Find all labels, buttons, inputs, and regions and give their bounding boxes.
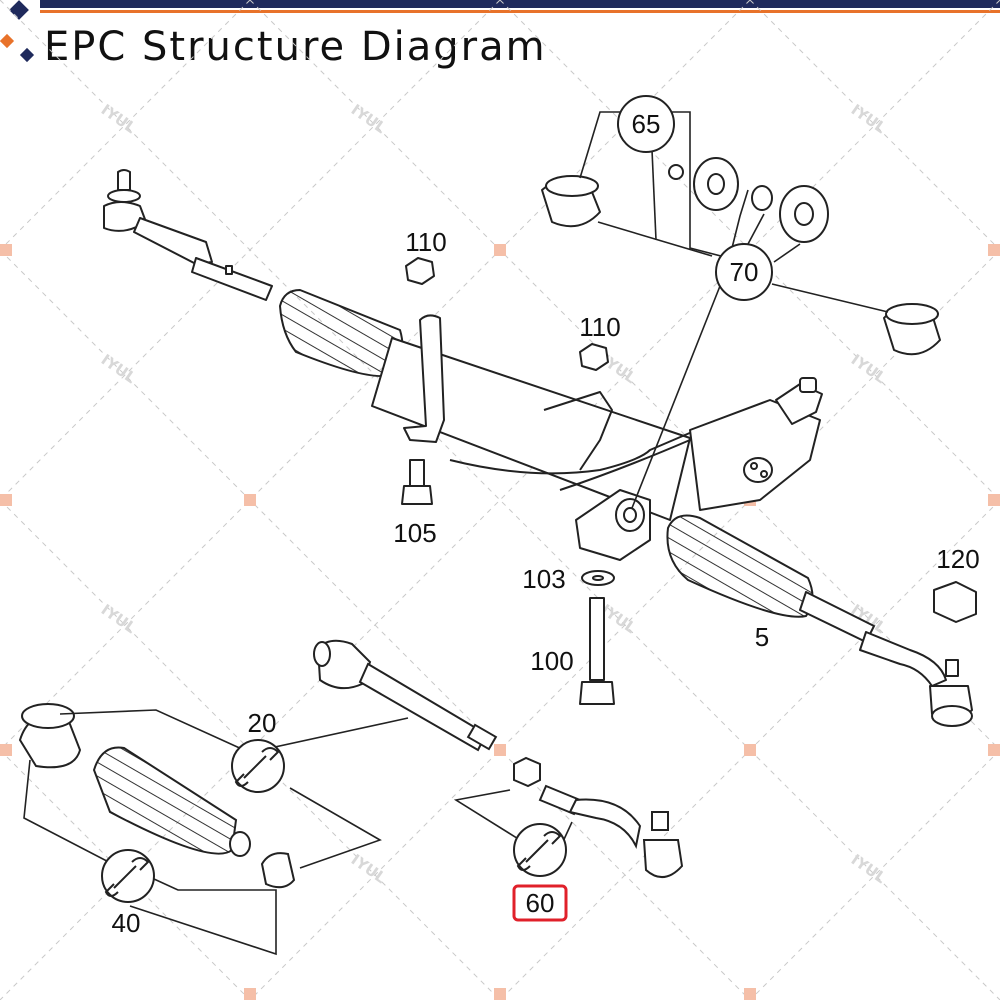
exploded-parts (18, 639, 684, 889)
valve-body (689, 399, 821, 511)
svg-text:IYUL: IYUL (98, 351, 140, 388)
callout-60: 60 (526, 888, 555, 918)
pinion-shaft (775, 383, 823, 425)
callout-120: 120 (936, 544, 979, 574)
boot-40 (92, 746, 251, 857)
callout-110-right: 110 (579, 312, 620, 342)
left-tie-rod-end (103, 169, 273, 301)
callout-65: 65 (632, 109, 661, 139)
clamp-ring-small (260, 852, 296, 889)
svg-text:IYUL: IYUL (848, 351, 890, 388)
castle-nut-120 (933, 581, 977, 623)
header-bar (40, 0, 1000, 14)
svg-text:IYUL: IYUL (848, 851, 890, 888)
highlight-box-60 (512, 884, 568, 922)
lock-nut (513, 756, 541, 788)
nut-110-right (579, 343, 609, 371)
callout-circle-65 (617, 95, 675, 153)
svg-text:IYUL: IYUL (98, 101, 140, 138)
watermarks: IYUL IYUL IYUL IYUL IYUL IYUL IYUL IYUL … (98, 101, 890, 888)
callout-100: 100 (530, 646, 573, 676)
right-tie-rod-end (799, 591, 973, 727)
hydraulic-line-a (449, 419, 721, 475)
svg-text:IYUL: IYUL (848, 101, 890, 138)
callout-20: 20 (248, 708, 277, 738)
pinion-port (743, 457, 773, 483)
leader-lines (23, 111, 889, 956)
callout-circle-70 (715, 243, 773, 301)
bolt-100 (579, 597, 615, 705)
nut-110-top (405, 257, 435, 285)
rack-tube (371, 337, 691, 521)
header-bar-orange (40, 10, 1000, 13)
callout-5: 5 (755, 622, 769, 652)
callout-103: 103 (522, 564, 565, 594)
right-rack-boot (666, 514, 814, 618)
callout-110-top: 110 (405, 227, 446, 257)
svg-text:IYUL: IYUL (348, 101, 390, 138)
outer-tie-rod-end-60 (538, 784, 684, 878)
hydraulic-line-b (543, 391, 613, 471)
callout-105: 105 (393, 518, 436, 548)
header-bar-navy (40, 0, 1000, 8)
hydraulic-line-c (559, 429, 741, 491)
inner-tie-rod-20 (313, 639, 498, 752)
wrench-icon (513, 823, 567, 877)
steering-rack-assembly (103, 157, 977, 727)
callout-labels: 65 70 110 110 105 103 100 120 5 20 40 60 (112, 109, 980, 938)
seal-parts-65-70 (541, 157, 941, 356)
wrench-icon (101, 849, 155, 903)
rack-mount-bracket (403, 314, 445, 443)
callout-70: 70 (730, 257, 759, 287)
page-title: EPC Structure Diagram (44, 24, 547, 70)
bolt-105 (401, 459, 433, 505)
callout-40: 40 (112, 908, 141, 938)
wrench-icon (231, 739, 285, 793)
grid-markers (0, 244, 1000, 1000)
